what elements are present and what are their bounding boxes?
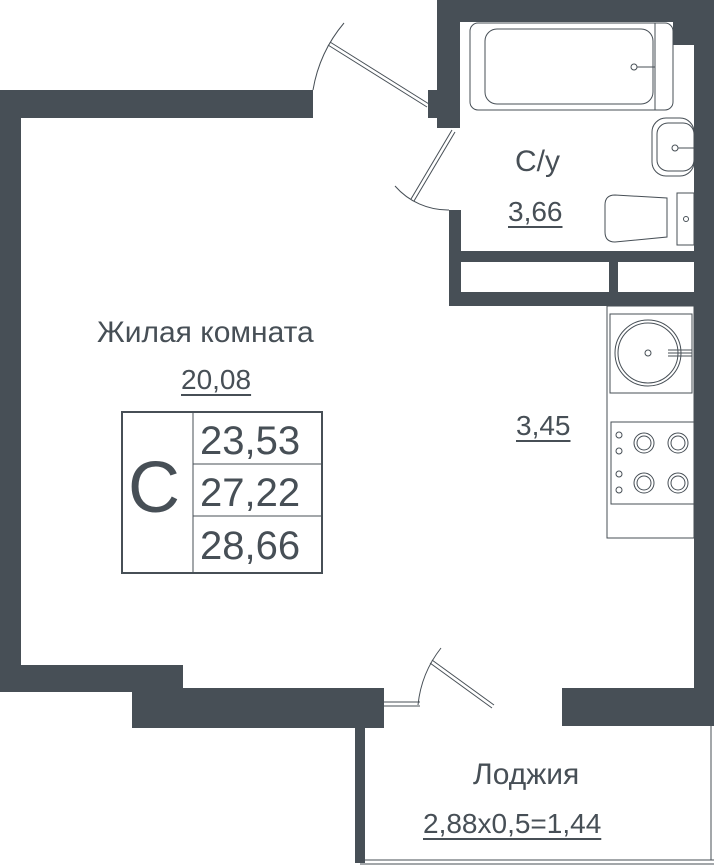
bathroom-area: 3,66 (508, 196, 563, 227)
summary-value-1: 23,53 (200, 419, 301, 463)
summary-value-3: 28,66 (200, 524, 301, 568)
stove-icon (610, 421, 695, 505)
kitchen-area: 3,45 (516, 410, 571, 441)
loggia-area: 2,88x0,5=1,44 (423, 808, 602, 839)
loggia-title: Лоджия (473, 758, 580, 791)
toilet-icon (604, 194, 668, 243)
doors (312, 22, 714, 865)
washbasin-icon (651, 117, 695, 177)
living-room-title: Жилая комната (97, 316, 314, 349)
summary-value-2: 27,22 (200, 471, 301, 515)
fixtures (469, 22, 695, 539)
summary-letter: С (128, 448, 180, 528)
living-room-area: 20,08 (181, 364, 252, 395)
bathtub-icon (469, 22, 674, 111)
bathroom-title: С/у (515, 145, 560, 178)
summary-table (121, 411, 323, 574)
